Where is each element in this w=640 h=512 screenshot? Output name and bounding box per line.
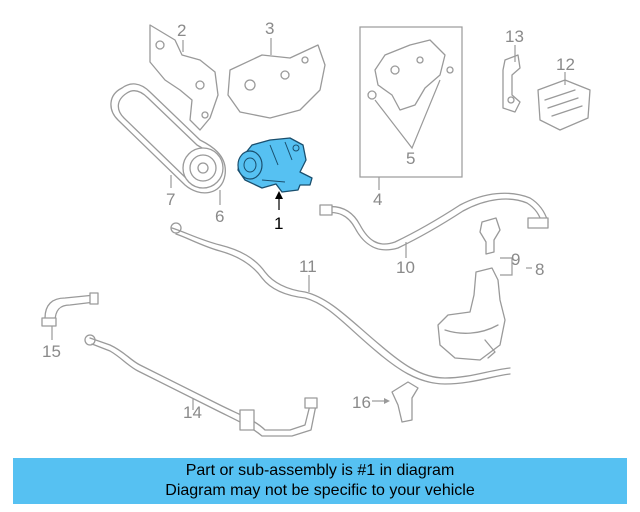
part-14-hose[interactable] — [84, 334, 318, 437]
part-13-bracket[interactable] — [502, 54, 521, 113]
callout-6: 6 — [215, 207, 224, 226]
part-16-fitting[interactable] — [391, 381, 419, 423]
part-4-bracket-assembly-box[interactable] — [359, 26, 463, 178]
callout-1: 1 — [274, 214, 283, 233]
callout-15: 15 — [42, 342, 61, 361]
callout-14: 14 — [183, 403, 202, 422]
part-6-pulley[interactable] — [182, 147, 224, 189]
callout-4: 4 — [373, 190, 382, 209]
part-3-bracket[interactable] — [227, 44, 326, 119]
part-15-hose[interactable] — [41, 292, 99, 327]
callout-3: 3 — [265, 19, 274, 38]
caption-line-1: Part or sub-assembly is #1 in diagram — [185, 462, 455, 479]
callout-2: 2 — [177, 21, 186, 40]
callout-13: 13 — [505, 27, 524, 46]
callout-12: 12 — [556, 55, 575, 74]
part-12-module[interactable] — [537, 79, 591, 131]
callout-8: 8 — [535, 260, 544, 279]
callout-9: 9 — [511, 250, 520, 269]
callout-7: 7 — [166, 190, 175, 209]
part-8-reservoir[interactable] — [437, 267, 506, 361]
part-10-hose[interactable] — [319, 192, 549, 251]
callout-5: 5 — [406, 149, 415, 168]
caption-bar: Part or sub-assembly is #1 in diagram Di… — [13, 458, 627, 504]
caption-line-2: Diagram may not be specific to your vehi… — [165, 482, 475, 499]
part-2-bracket[interactable] — [149, 24, 219, 131]
part-1-power-steering-pump[interactable] — [237, 137, 313, 193]
callout-10: 10 — [396, 258, 415, 277]
parts-diagram: 2 3 7 6 1 5 4 — [41, 19, 591, 437]
part-9-cap[interactable] — [479, 217, 501, 255]
callout-16: 16 — [352, 393, 371, 412]
callout-11: 11 — [299, 257, 317, 276]
part-11-hose[interactable] — [170, 222, 511, 385]
